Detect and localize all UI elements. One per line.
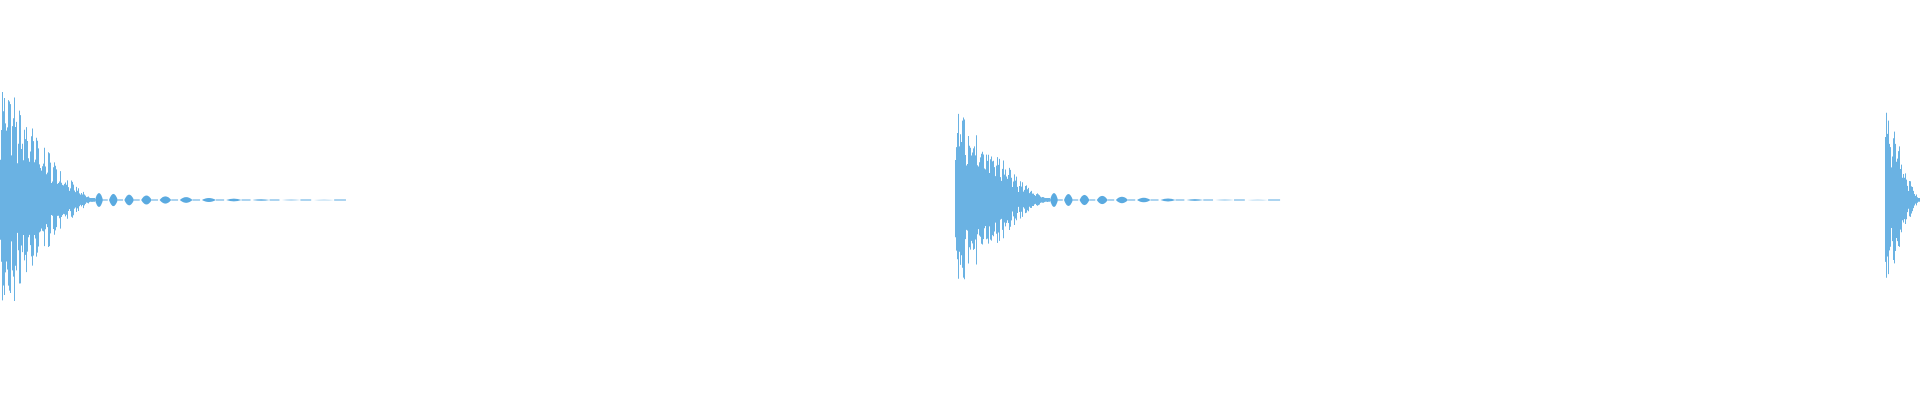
tail-lobe bbox=[1160, 198, 1176, 202]
tail-lobe bbox=[1186, 199, 1204, 201]
waveform-hit-3 bbox=[1885, 112, 1920, 278]
waveform-bursts bbox=[0, 92, 1920, 302]
tail-lobe bbox=[281, 199, 301, 201]
tail-lobe bbox=[201, 197, 216, 203]
tail-lobe bbox=[313, 199, 335, 201]
tail-lobe bbox=[141, 195, 152, 205]
tail-lobe bbox=[1215, 199, 1235, 201]
waveform-hit-2 bbox=[955, 113, 1281, 280]
tail-lobe bbox=[1137, 197, 1151, 203]
tail-lobe bbox=[1064, 193, 1073, 207]
tail-lobe bbox=[1096, 195, 1108, 205]
tail-lobe bbox=[1247, 199, 1269, 201]
waveform-hit-1 bbox=[0, 92, 346, 302]
tail-lobe bbox=[95, 193, 103, 207]
tail-lobe bbox=[179, 197, 193, 203]
tail-lobe bbox=[124, 194, 134, 206]
tail-lobe bbox=[252, 199, 270, 201]
tail-lobe bbox=[1050, 193, 1058, 207]
tail-lobe bbox=[226, 198, 242, 202]
tail-lobe bbox=[1115, 196, 1129, 204]
tail-lobe bbox=[109, 193, 118, 207]
tail-lobe bbox=[1079, 194, 1090, 206]
tail-lobe bbox=[159, 196, 172, 204]
